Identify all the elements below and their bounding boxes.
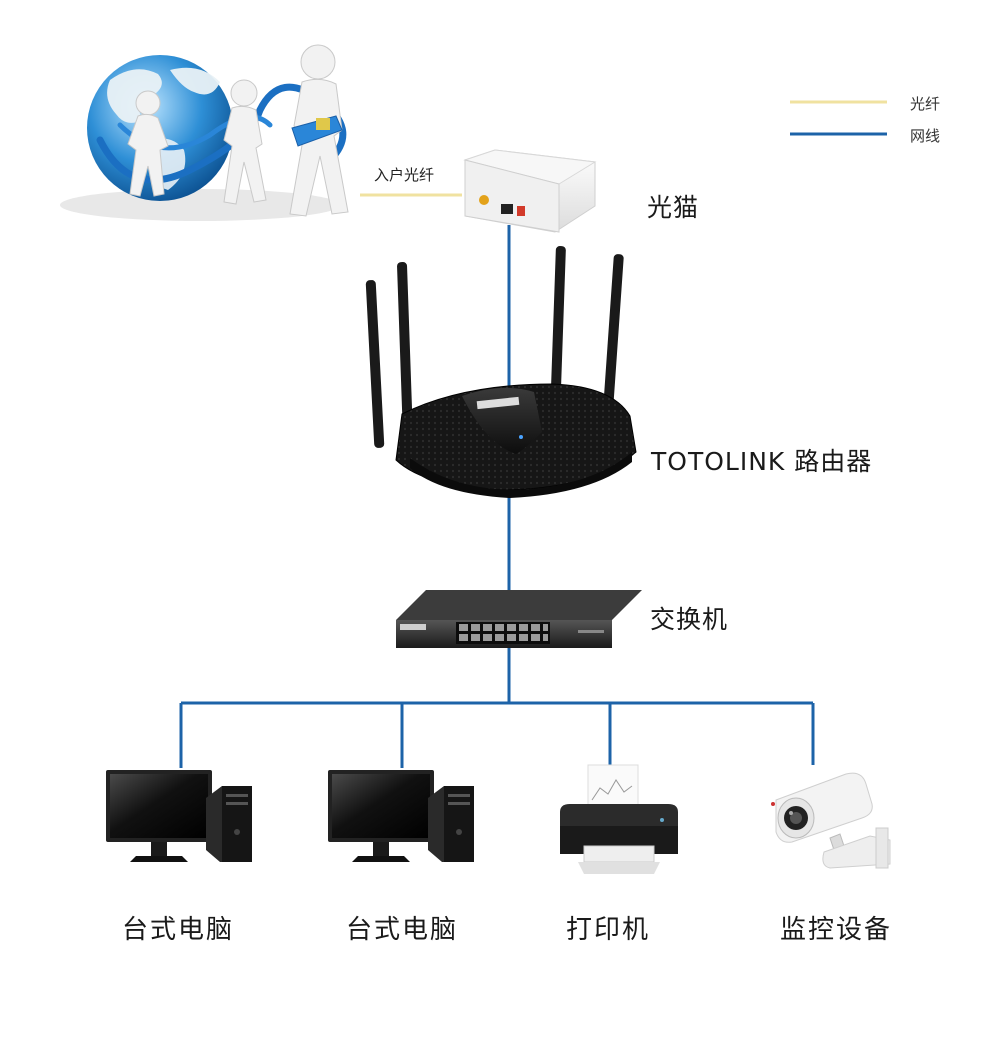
network-switch-icon (396, 590, 642, 648)
router-icon (365, 246, 637, 498)
printer-icon (560, 764, 678, 874)
legend-lan-label: 网线 (910, 127, 941, 145)
desktop-computer-icon (106, 770, 252, 862)
optical-modem-icon (463, 149, 597, 233)
device-label-printer: 打印机 (566, 915, 651, 945)
security-camera-icon (771, 772, 891, 869)
device-label-pc-1: 台式电脑 (122, 915, 235, 945)
switch-label: 交换机 (650, 605, 729, 634)
legend-fiber-label: 光纤 (910, 95, 941, 113)
fiber-in-label: 入户光纤 (374, 166, 435, 184)
modem-label: 光猫 (647, 193, 700, 222)
device-label-pc-2: 台式电脑 (346, 915, 459, 945)
globe-people-icon (60, 44, 349, 221)
device-label-camera: 监控设备 (780, 915, 893, 945)
desktop-computer-icon (328, 770, 474, 862)
legend (790, 100, 887, 136)
router-label: TOTOLINK 路由器 (651, 447, 873, 476)
